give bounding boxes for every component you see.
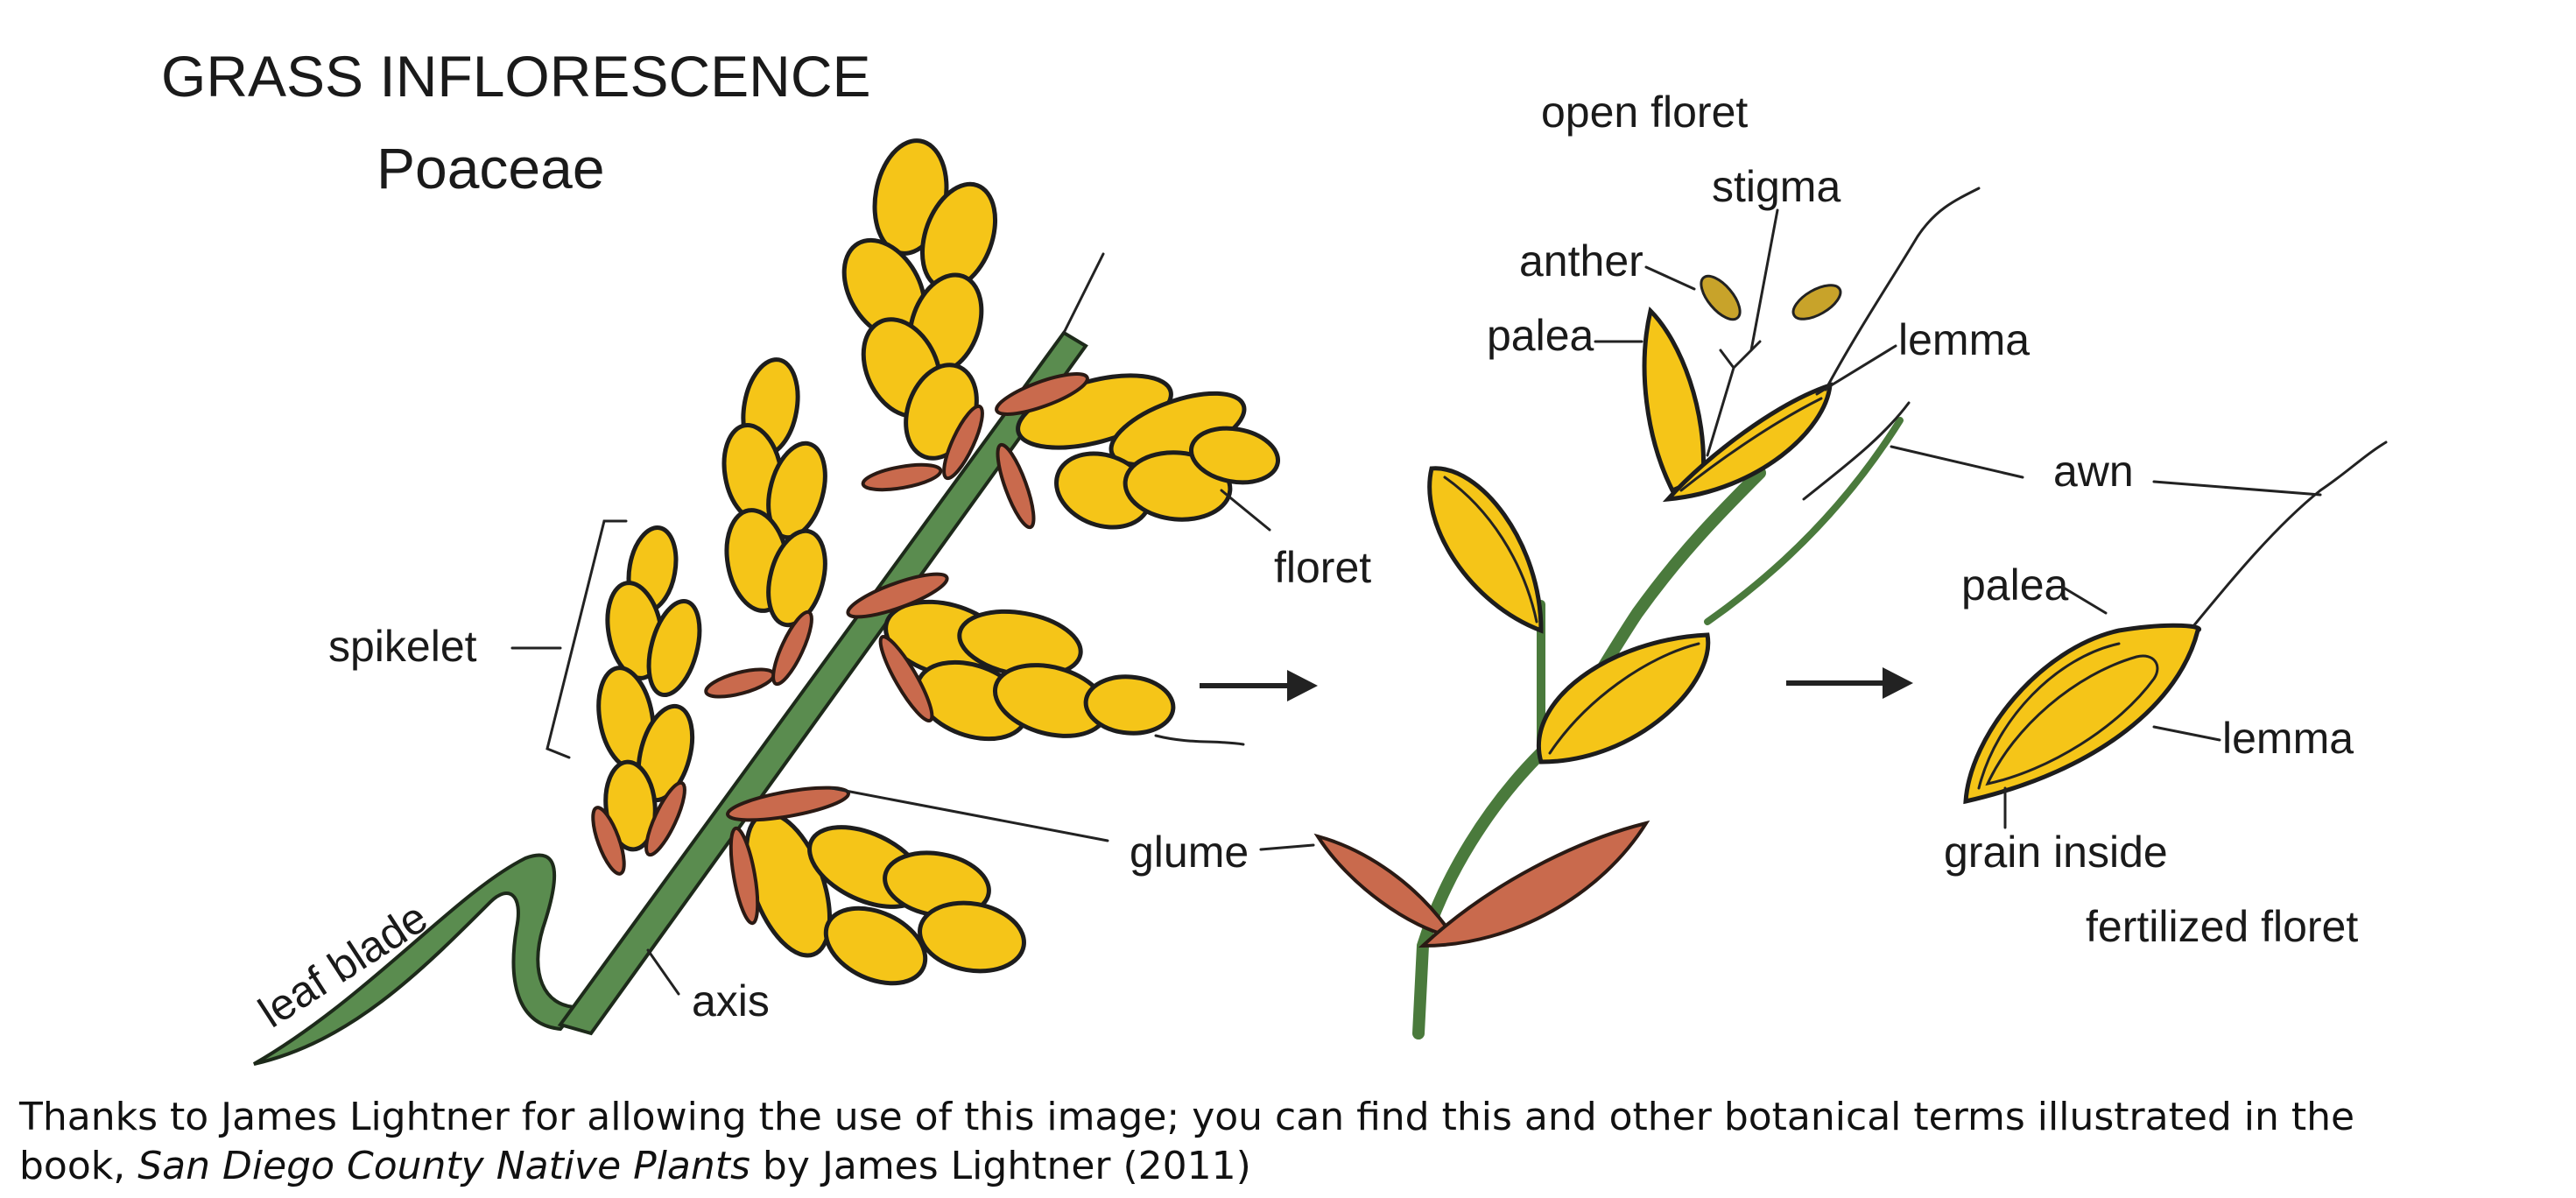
awn-strand [1154,734,1245,746]
axis-leader [646,948,680,996]
spikelet-second [704,357,827,699]
diagram-subtitle: Poaceae [377,136,605,201]
palea-label-open: palea [1487,311,1594,360]
floret-label: floret [1274,543,1371,592]
grain-inside-label: grain inside [1944,828,2168,877]
open-floret-label: open floret [1541,88,1748,137]
stigma-filaments [1706,340,1762,457]
fertilized-floret-body [1963,623,2202,805]
leaf-blade-shape [252,853,582,1066]
stigma-label: stigma [1712,162,1841,211]
spikelet-bracket [545,519,628,759]
spikelet-label: spikelet [328,622,477,671]
palea-leader-fert [2060,585,2108,615]
awn-leader-right [2152,480,2322,497]
caption-suffix: by James Lightner (2011) [750,1144,1251,1188]
axis-tip [1062,252,1105,335]
open-floret-awn [1824,187,1981,391]
axis-label: axis [692,976,770,1025]
fertilized-awn [2192,440,2388,628]
caption-book-title: San Diego County Native Plants [137,1144,750,1188]
lemma-leader-fert [2152,725,2221,742]
anther-right [1791,284,1842,321]
fertilized-floret-label: fertilized floret [2086,902,2358,951]
fertilized-floret-illustration [1963,440,2388,805]
stigma-leader [1749,208,1779,352]
diagram-title: GRASS INFLORESCENCE [161,44,871,109]
spikelet-top [841,138,998,492]
palea-label-fert: palea [1961,560,2069,610]
anther-label: anther [1519,236,1643,285]
lower-floret [1537,632,1711,765]
open-floret-illustration [1313,187,1981,1039]
lemma-leader-open [1815,344,1897,396]
arrow-right-2 [1786,667,1913,699]
side-floret [1427,466,1544,634]
arrow-right-1 [1200,670,1318,701]
spikelet-right-upper [995,372,1281,530]
inflorescence-illustration [252,138,1281,1066]
spikelet-right-middle [846,572,1245,746]
middle-awn [1802,401,1911,501]
caption-prefix: book, [19,1144,138,1188]
lemma-label-open: lemma [1898,315,2030,364]
open-floret-palea [1642,307,1707,494]
upper-branch [1704,417,1904,625]
anther-leader [1644,265,1696,291]
image-credit-caption: Thanks to James Lightner for allowing th… [19,1093,2558,1191]
glume-label: glume [1130,828,1249,877]
glume-leader-left [830,786,1109,842]
awn-label: awn [2053,447,2134,496]
spikelet-right-lower [726,786,1026,986]
axis-stem [557,330,1088,1036]
floret-leader [1220,489,1271,532]
anther-left [1700,274,1742,321]
awn-leader-left [1890,445,2024,479]
caption-line-2: book, San Diego County Native Plants by … [19,1142,2558,1191]
grain-outline [1985,654,2159,786]
spikelet-bracketed [591,525,702,876]
glume-leader-right [1259,843,1315,851]
caption-line-1: Thanks to James Lightner for allowing th… [19,1095,2355,1139]
lemma-label-fert: lemma [2222,714,2354,763]
glume-left [1313,833,1458,940]
glume-right [1418,820,1650,948]
